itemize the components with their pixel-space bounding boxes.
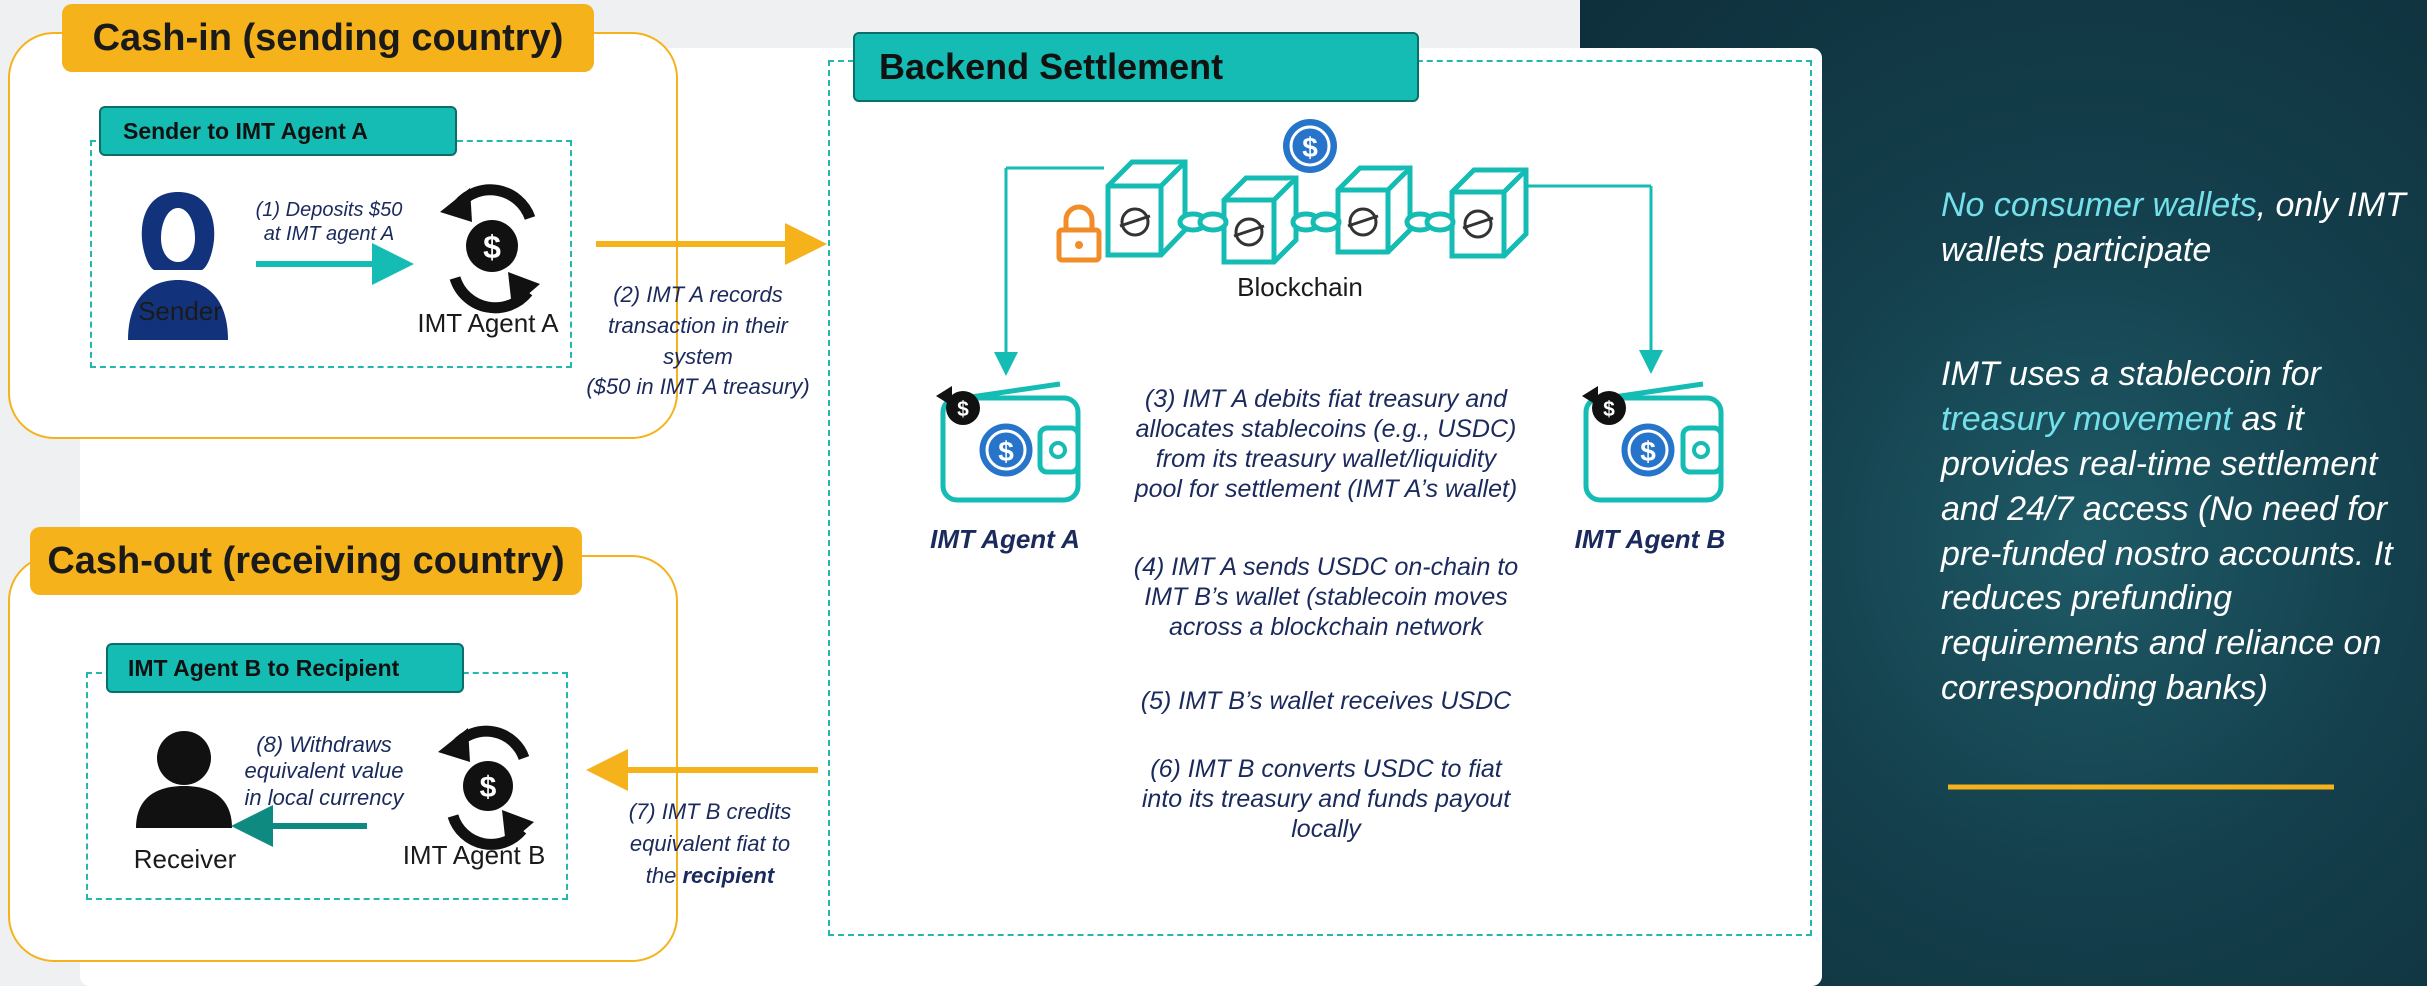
step7-note: (7) IMT B credits equivalent fiat to the…	[628, 799, 792, 888]
wallet-b-connector	[1528, 184, 1663, 374]
cash-in-panel	[8, 32, 678, 439]
cash-out-title: Cash-out (receiving country)	[30, 527, 582, 595]
usdc-coin-icon: $	[1283, 119, 1337, 173]
cash-out-subtitle: IMT Agent B to Recipient	[106, 643, 464, 693]
receiver-label: Receiver	[133, 844, 237, 874]
sender-label: Sender	[138, 296, 222, 326]
svg-text:$: $	[480, 771, 497, 804]
wallet-a-label: IMT Agent A	[930, 524, 1080, 554]
svg-text:$: $	[483, 229, 501, 265]
cash-in-title: Cash-in (sending country)	[62, 4, 594, 72]
agent-a-exchange-icon: $	[440, 184, 540, 314]
wallet-a-icon: $ $	[936, 381, 1081, 503]
receiver-icon	[136, 731, 232, 828]
cash-in-subtitle: Sender to IMT Agent A	[99, 106, 457, 156]
side-note-1: No consumer wallets, only IMT wallets pa…	[1941, 186, 2406, 269]
agent-a-label: IMT Agent A	[417, 308, 559, 338]
side-note-2: IMT uses a stablecoin for treasury movem…	[1941, 355, 2393, 708]
svg-text:$: $	[1603, 398, 1615, 421]
sender-icon	[128, 192, 228, 340]
lock-icon	[1056, 204, 1102, 263]
wallet-b-label: IMT Agent B	[1574, 524, 1726, 554]
blockchain-label: Blockchain	[1237, 272, 1363, 302]
blockchain-icon	[1105, 159, 1529, 265]
agent-b-label: IMT Agent B	[402, 840, 546, 870]
svg-text:$: $	[998, 436, 1014, 467]
backend-settlement-title: Backend Settlement	[853, 32, 1419, 102]
step5-note: (5) IMT B’s wallet receives USDC	[1140, 687, 1512, 715]
svg-text:$: $	[1640, 436, 1656, 467]
agent-b-exchange-icon: $	[438, 725, 534, 850]
wallet-a-connector	[994, 166, 1104, 376]
svg-text:$: $	[957, 398, 969, 421]
wallet-b-icon: $ $	[1582, 381, 1724, 503]
svg-text:$: $	[1302, 132, 1318, 163]
